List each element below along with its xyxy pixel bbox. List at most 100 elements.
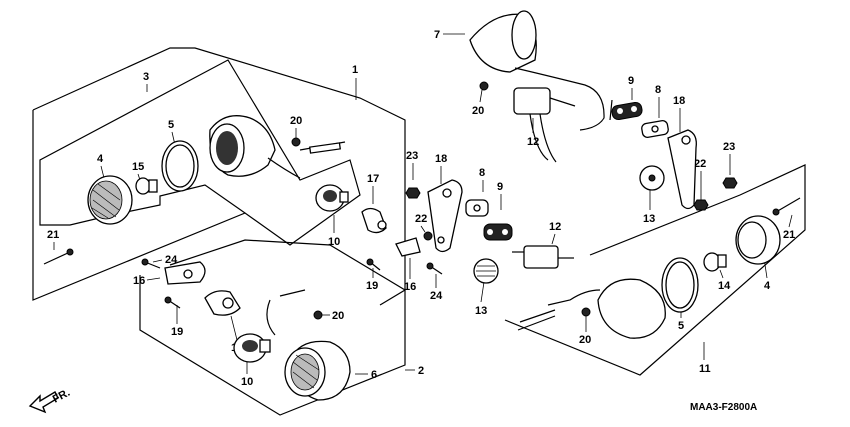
gasket-right-5 — [661, 257, 699, 313]
callout-19-upper: 19 — [366, 268, 378, 292]
direction-label: FR. — [51, 387, 72, 406]
svg-text:6: 6 — [371, 369, 377, 381]
screw-21-right — [772, 197, 801, 216]
nut-22-right — [693, 199, 709, 211]
bolt-19-lower — [164, 296, 181, 309]
svg-text:9: 9 — [628, 75, 634, 87]
callout-24-left: 24 — [152, 254, 178, 266]
svg-text:5: 5 — [678, 320, 684, 332]
svg-text:13: 13 — [643, 213, 655, 225]
callout-13-right: 13 — [643, 190, 655, 225]
svg-text:3: 3 — [143, 71, 149, 83]
callout-10-upper: 10 — [328, 215, 340, 248]
svg-text:22: 22 — [415, 213, 427, 225]
svg-text:16: 16 — [133, 275, 145, 287]
svg-text:2: 2 — [418, 365, 424, 377]
svg-text:19: 19 — [366, 280, 378, 292]
svg-text:10: 10 — [328, 236, 340, 248]
spacer-8-top — [641, 119, 669, 139]
svg-text:5: 5 — [168, 119, 174, 131]
callout-3: 3 — [143, 71, 149, 92]
stay-17-lower — [204, 290, 241, 316]
nut-23-right — [722, 177, 738, 189]
callout-7: 7 — [434, 29, 465, 41]
callout-10-lower: 10 — [241, 362, 253, 388]
callout-17-upper: 17 — [367, 173, 379, 204]
svg-text:18: 18 — [673, 95, 685, 107]
svg-text:20: 20 — [472, 105, 484, 117]
callout-16-mid: 16 — [404, 258, 416, 293]
screw-20-top — [479, 81, 489, 91]
screw-20-upper-left — [291, 137, 301, 147]
callout-14: 14 — [718, 269, 731, 292]
svg-text:10: 10 — [241, 376, 253, 388]
callout-5-left: 5 — [168, 119, 176, 146]
callout-4-left: 4 — [97, 153, 105, 179]
callout-22-right: 22 — [694, 158, 706, 200]
bolt-24-left — [141, 258, 161, 269]
bracket-18-mid — [427, 179, 463, 253]
svg-text:20: 20 — [332, 310, 344, 322]
svg-text:21: 21 — [47, 229, 59, 241]
bulb-left-15 — [135, 177, 158, 195]
bolt-24-mid — [426, 262, 443, 275]
callout-23-mid: 23 — [406, 150, 418, 180]
callout-20-lower-right: 20 — [579, 316, 591, 346]
gasket-left-5 — [161, 140, 199, 192]
svg-text:24: 24 — [165, 254, 178, 266]
diagram-code: MAA3-F2800A — [690, 402, 757, 413]
svg-text:14: 14 — [718, 280, 731, 292]
housing-6 — [266, 289, 351, 401]
lens-left-4 — [87, 175, 133, 225]
bolt-19-upper — [366, 258, 381, 271]
svg-text:21: 21 — [783, 229, 795, 241]
screw-21-left — [43, 248, 74, 265]
socket-10-upper — [315, 184, 349, 212]
svg-text:4: 4 — [764, 280, 771, 292]
screw-20-lower-right — [581, 307, 591, 317]
callout-13-mid: 13 — [475, 281, 487, 317]
socket-10-lower — [233, 333, 271, 363]
callout-11: 11 — [699, 342, 711, 375]
svg-text:23: 23 — [723, 141, 735, 153]
nut-22-mid — [423, 231, 433, 241]
callout-1: 1 — [352, 64, 358, 100]
svg-text:8: 8 — [479, 167, 485, 179]
lens-right-4 — [735, 215, 781, 265]
bulb-right-14 — [703, 252, 727, 272]
callout-20-upper-left: 20 — [290, 115, 302, 138]
callout-24-mid: 24 — [430, 274, 443, 302]
group-outline-3 — [32, 59, 361, 301]
svg-text:12: 12 — [549, 221, 561, 233]
bracket-18-right — [667, 129, 697, 210]
callout-9-mid: 9 — [497, 181, 503, 210]
callout-21-right: 21 — [783, 214, 795, 241]
svg-text:8: 8 — [655, 84, 661, 96]
nut-23-mid — [405, 187, 421, 199]
callout-16-left: 16 — [133, 275, 161, 287]
svg-text:15: 15 — [132, 161, 144, 173]
svg-text:11: 11 — [699, 363, 711, 375]
bracket-16-mid — [395, 237, 421, 257]
callout-15: 15 — [132, 161, 144, 181]
callout-18-right: 18 — [673, 95, 685, 132]
callout-20-top-mid: 20 — [472, 89, 484, 117]
callout-2: 2 — [405, 365, 424, 377]
group-outline-1 — [32, 47, 406, 306]
grommet-9-mid — [483, 223, 513, 241]
svg-text:7: 7 — [434, 29, 440, 41]
front-direction-arrow: FR. — [28, 387, 72, 414]
svg-text:24: 24 — [430, 290, 443, 302]
callout-20-lower-left: 20 — [320, 310, 344, 322]
housing-11 — [517, 278, 666, 339]
callout-12-mid: 12 — [549, 221, 561, 245]
svg-text:9: 9 — [497, 181, 503, 193]
svg-text:16: 16 — [404, 281, 416, 293]
spacer-8-mid — [465, 199, 489, 217]
reflector-13-right — [639, 165, 665, 191]
callout-18-mid: 18 — [435, 153, 447, 184]
callout-19-lower: 19 — [171, 305, 183, 338]
callout-6: 6 — [355, 369, 377, 381]
resistor-12-mid — [512, 245, 574, 269]
reflector-13-mid — [473, 258, 499, 284]
